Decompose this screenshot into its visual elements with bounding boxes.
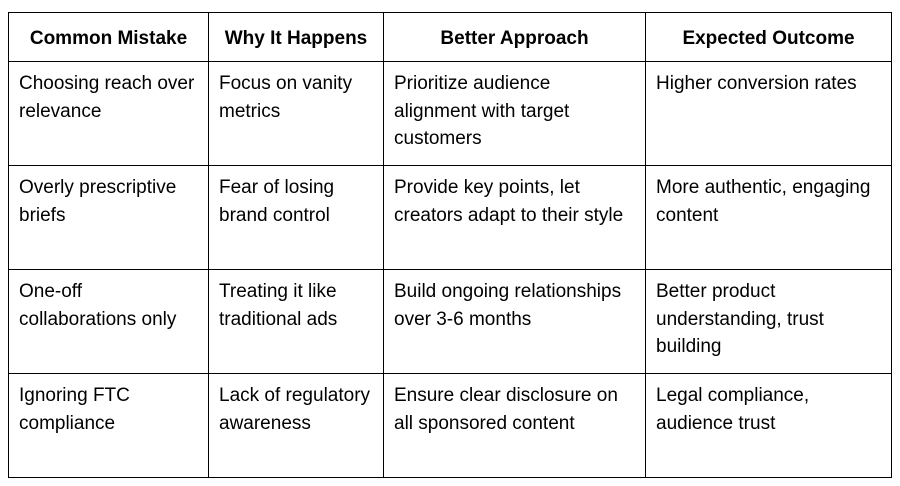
comparison-table-container: Common Mistake Why It Happens Better App… xyxy=(8,12,892,478)
cell-common-mistake: Overly prescriptive briefs xyxy=(8,165,209,270)
header-common-mistake: Common Mistake xyxy=(8,12,209,62)
table-row: Ignoring FTC compliance Lack of regulato… xyxy=(8,373,892,478)
cell-better-approach: Prioritize audience alignment with targe… xyxy=(383,61,646,166)
cell-why-it-happens: Lack of regulatory awareness xyxy=(208,373,384,478)
table-row: Overly prescriptive briefs Fear of losin… xyxy=(8,165,892,270)
cell-better-approach: Ensure clear disclosure on all sponsored… xyxy=(383,373,646,478)
cell-better-approach: Provide key points, let creators adapt t… xyxy=(383,165,646,270)
cell-expected-outcome: Higher conversion rates xyxy=(645,61,892,166)
cell-common-mistake: Ignoring FTC compliance xyxy=(8,373,209,478)
cell-expected-outcome: More authentic, engaging content xyxy=(645,165,892,270)
table-header-row: Common Mistake Why It Happens Better App… xyxy=(8,12,892,62)
table-row: Choosing reach over relevance Focus on v… xyxy=(8,61,892,166)
cell-expected-outcome: Better product understanding, trust buil… xyxy=(645,269,892,374)
cell-common-mistake: Choosing reach over relevance xyxy=(8,61,209,166)
cell-why-it-happens: Treating it like traditional ads xyxy=(208,269,384,374)
header-better-approach: Better Approach xyxy=(383,12,646,62)
table-row: One-off collaborations only Treating it … xyxy=(8,269,892,374)
header-why-it-happens: Why It Happens xyxy=(208,12,384,62)
cell-why-it-happens: Fear of losing brand control xyxy=(208,165,384,270)
mistakes-table: Common Mistake Why It Happens Better App… xyxy=(8,12,892,478)
header-expected-outcome: Expected Outcome xyxy=(645,12,892,62)
cell-better-approach: Build ongoing relationships over 3-6 mon… xyxy=(383,269,646,374)
cell-expected-outcome: Legal compliance, audience trust xyxy=(645,373,892,478)
cell-why-it-happens: Focus on vanity metrics xyxy=(208,61,384,166)
cell-common-mistake: One-off collaborations only xyxy=(8,269,209,374)
